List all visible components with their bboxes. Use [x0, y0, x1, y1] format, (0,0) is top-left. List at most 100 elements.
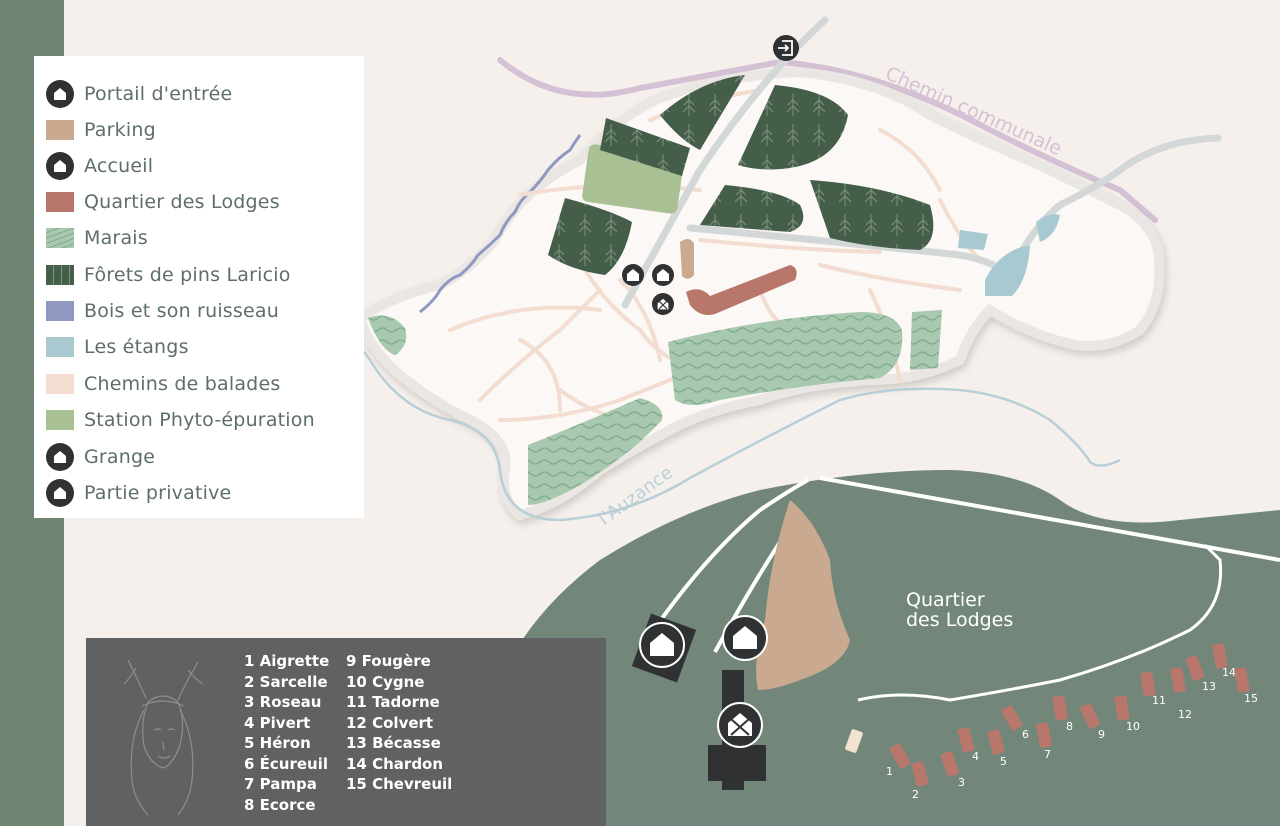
- lodge-list-item: 11 Tadorne: [346, 693, 440, 711]
- forest-4: [700, 185, 804, 232]
- lodge-name: Ecorce: [259, 795, 316, 814]
- lodge-number: 2: [244, 672, 255, 691]
- lodge-number-label: 14: [1222, 666, 1236, 679]
- lodge-cabin: [1212, 643, 1228, 669]
- lodge-number: 8: [244, 795, 255, 814]
- forest-3: [738, 85, 848, 170]
- lodge-number-label: 11: [1152, 694, 1166, 707]
- lodge-cabin: [957, 727, 975, 753]
- lodge-list-item: 6 Écureuil: [244, 755, 328, 773]
- lodge-name: Écureuil: [259, 754, 329, 773]
- marsh-4: [368, 315, 407, 355]
- marsh-3: [910, 310, 942, 370]
- district-road-left: [638, 478, 809, 652]
- parking-lower: [756, 500, 850, 690]
- legend-item: Partie privative: [46, 477, 231, 509]
- windmill-house-icon: [46, 479, 74, 507]
- legend-item: Grange: [46, 441, 155, 473]
- lodge-name: Fougère: [361, 652, 431, 670]
- district-label-1: Quartier: [906, 589, 985, 611]
- lodge-number-label: 4: [972, 750, 979, 763]
- lodge-cabin: [1036, 722, 1052, 748]
- lodge-cabin: [1234, 667, 1250, 693]
- legend-item: Fôrets de pins Laricio: [46, 259, 291, 291]
- lodge-number: 6: [244, 754, 255, 773]
- legend-label: Chemins de balades: [84, 373, 281, 395]
- private-annex: [708, 745, 766, 781]
- lodges-quarter-upper: [686, 265, 797, 315]
- lodge-number-label: 15: [1244, 692, 1258, 705]
- lodge-name: Bécasse: [372, 734, 441, 752]
- lodge-name: Cygne: [372, 672, 425, 691]
- lodge-cabin: [1185, 655, 1205, 681]
- river-label: l'Auzance: [595, 462, 677, 530]
- barn-icon: [46, 443, 74, 471]
- lodge-number: 4: [244, 713, 255, 732]
- legend-item: Parking: [46, 114, 156, 146]
- legend-swatch: [46, 406, 74, 434]
- legend-item: Marais: [46, 222, 148, 254]
- windmill-house-icon: [652, 293, 674, 315]
- lodge-name: Colvert: [372, 713, 434, 732]
- lodge-number: 5: [244, 734, 255, 752]
- legend-swatch: [46, 333, 74, 361]
- legend-item: Accueil: [46, 150, 153, 182]
- lodge-cabin: [987, 729, 1005, 755]
- lodge-list-item: 1 Aigrette: [244, 652, 329, 670]
- lodge-cabin: [1114, 695, 1130, 721]
- lodge-list-item: 9 Fougère: [346, 652, 431, 670]
- legend-item: Les étangs: [46, 331, 189, 363]
- lodge-number-label: 9: [1098, 728, 1105, 741]
- legend-swatch: [46, 224, 74, 252]
- lodge-cabin: [1052, 695, 1068, 721]
- lodge-number: 13: [346, 734, 367, 752]
- legend-label: Quartier des Lodges: [84, 191, 280, 213]
- forest-6: [548, 198, 632, 275]
- lodge-number-label: 3: [958, 776, 965, 789]
- lodge-cabin: [889, 743, 911, 769]
- legend-swatch: [46, 370, 74, 398]
- auzance-river: [319, 336, 1121, 522]
- district-label-2: des Lodges: [906, 609, 1013, 631]
- lodge-number: 9: [346, 652, 357, 670]
- lodge-number-label: 6: [1022, 728, 1029, 741]
- lodge-number-label: 5: [1000, 755, 1007, 768]
- woodland-stream: [419, 134, 582, 314]
- lodge-list-item: 8 Ecorce: [244, 796, 316, 814]
- lodge-name: Aigrette: [259, 652, 330, 670]
- marsh-2: [528, 398, 663, 505]
- pond-1: [958, 230, 988, 250]
- legend-label: Accueil: [84, 155, 154, 177]
- legend-label: Les étangs: [84, 336, 189, 358]
- lodge-name: Tadorne: [372, 693, 440, 711]
- lodge-cabin: [911, 761, 929, 787]
- pond-3: [1036, 214, 1060, 242]
- district-loop: [857, 543, 1223, 702]
- lodge-number: 3: [244, 693, 255, 711]
- lodge-list-item: 5 Héron: [244, 734, 311, 752]
- legend-label: Marais: [84, 227, 148, 249]
- chemin-communale-road: [497, 57, 1158, 223]
- legend-swatch: [46, 297, 74, 325]
- legend-item: Bois et son ruisseau: [46, 295, 279, 327]
- windmill-house-icon-lower: [717, 702, 763, 748]
- lodge-number: 10: [346, 672, 367, 691]
- deer-woman-illustration: [123, 659, 204, 816]
- lodge-name: Sarcelle: [259, 672, 328, 691]
- lodge-cabin: [1080, 703, 1100, 729]
- lodge-name: Roseau: [259, 693, 322, 711]
- legend-label: Fôrets de pins Laricio: [84, 264, 291, 286]
- legend-label: Parking: [84, 119, 156, 141]
- lodge-list-item: 14 Chardon: [346, 755, 443, 773]
- lodge-name: Pivert: [259, 713, 311, 732]
- legend-swatch: [46, 116, 74, 144]
- lodge-name: Chevreuil: [372, 775, 453, 793]
- lodge-list-item: 7 Pampa: [244, 775, 317, 793]
- lodge-name: Héron: [259, 734, 311, 752]
- forest-2: [660, 75, 745, 150]
- entrance-icon: [773, 35, 799, 61]
- lodge-cabin: [940, 751, 960, 777]
- lodge-list-item: 4 Pivert: [244, 714, 310, 732]
